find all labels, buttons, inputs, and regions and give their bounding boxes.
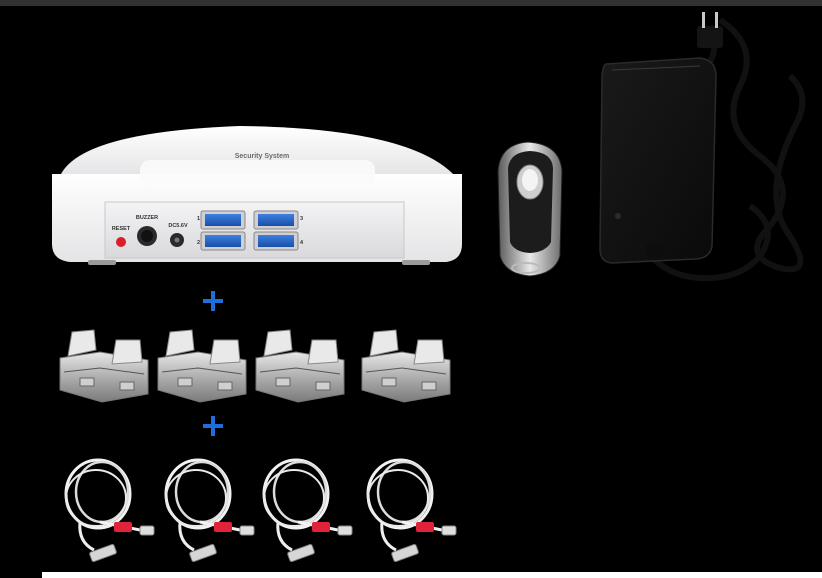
acrylic-holder (59, 329, 149, 403)
security-cable (164, 458, 255, 563)
security-cable (366, 458, 457, 563)
usb-ports: 1 2 3 4 (197, 210, 304, 251)
product-illustration: Security System RESET BUZZER DC5.6V 1 2 … (52, 12, 806, 563)
acrylic-holder (255, 329, 345, 403)
remote-control (497, 141, 563, 277)
acrylic-holders (59, 329, 451, 403)
product-photo: Security System RESET BUZZER DC5.6V 1 2 … (0, 6, 822, 572)
security-cables (64, 458, 457, 563)
svg-text:3: 3 (300, 216, 303, 222)
alarm-host-device: Security System RESET BUZZER DC5.6V 1 2 … (52, 126, 462, 265)
reset-label: RESET (112, 226, 131, 232)
svg-text:1: 1 (197, 216, 200, 222)
plus-icon (203, 416, 223, 436)
security-cable (64, 458, 155, 563)
top-bar (0, 0, 822, 6)
bottom-strip-light (42, 572, 822, 578)
svg-text:2: 2 (197, 240, 200, 246)
reset-button (116, 237, 126, 247)
power-adapter (599, 12, 806, 282)
plus-icon (203, 291, 223, 311)
acrylic-holder (361, 329, 451, 403)
acrylic-holder (157, 329, 247, 403)
security-cable (262, 458, 353, 563)
buzzer-label: BUZZER (136, 215, 158, 221)
dc-label: DC5.6V (168, 223, 188, 229)
bottom-strip-dark (0, 572, 42, 578)
device-brand-text: Security System (235, 153, 289, 160)
svg-text:4: 4 (300, 240, 304, 246)
